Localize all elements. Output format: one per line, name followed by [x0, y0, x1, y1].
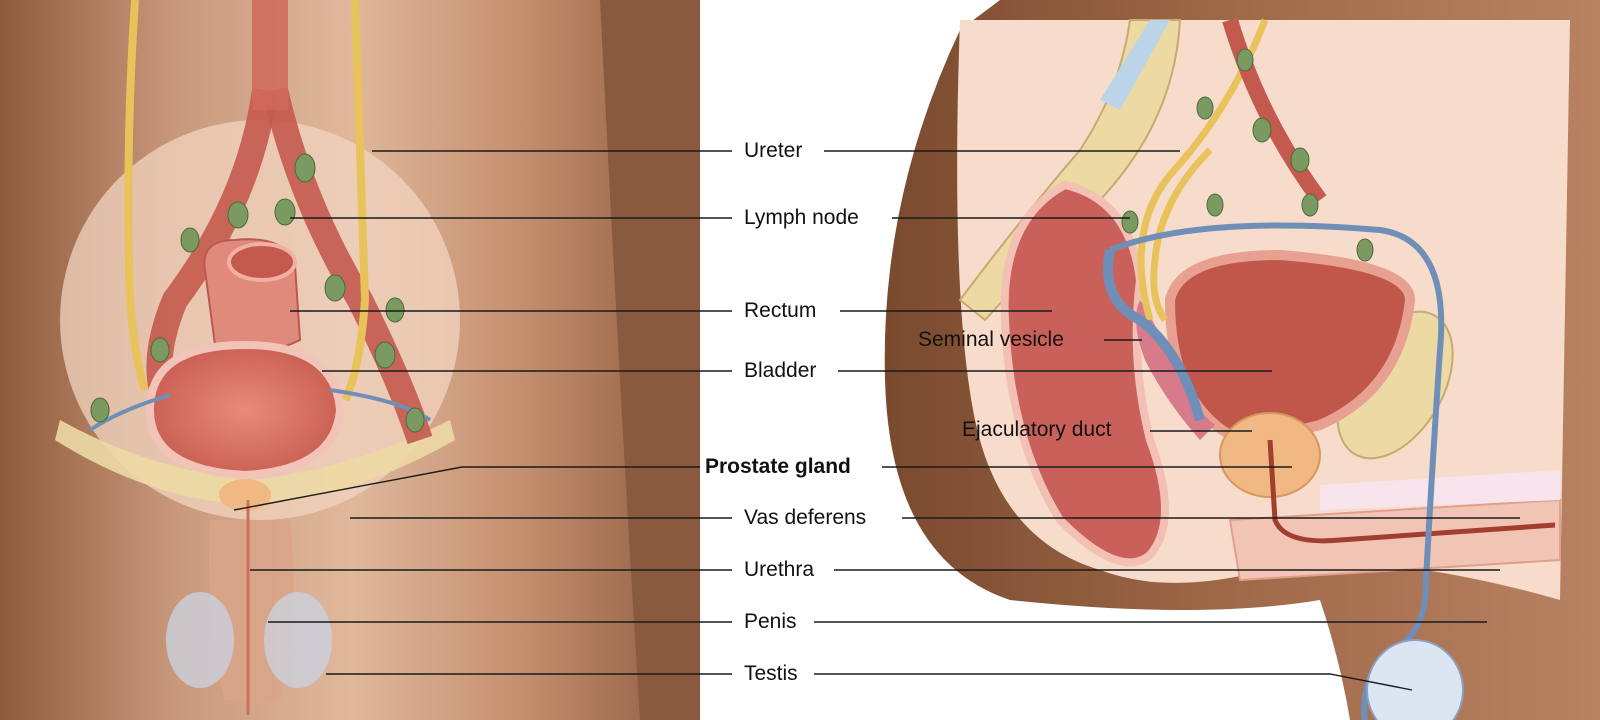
label-lymph-node: Lymph node	[744, 206, 859, 229]
label-bladder: Bladder	[744, 359, 817, 382]
label-ureter: Ureter	[744, 139, 803, 162]
side-vas-deferens-lower	[1103, 249, 1205, 422]
front-ureter-left	[124, 0, 149, 392]
label-testis: Testis	[744, 662, 798, 685]
lymph-node-shape	[1196, 96, 1214, 120]
side-lymph-nodes	[1121, 48, 1374, 262]
front-artery-left	[146, 88, 278, 405]
side-urethra	[1267, 439, 1556, 544]
side-ureter-2	[1150, 147, 1213, 323]
lymph-node-shape	[374, 341, 396, 369]
leader-lines	[233, 150, 1520, 691]
leader-testis-right	[814, 673, 1413, 691]
front-rectum-opening	[227, 242, 297, 282]
lymph-node-shape	[1252, 117, 1272, 143]
label-penis: Penis	[744, 610, 797, 633]
pelvic-bone	[55, 420, 455, 505]
front-testis-right	[264, 592, 332, 688]
label-urethra: Urethra	[744, 558, 815, 581]
label-ejaculatory-duct: Ejaculatory duct	[962, 418, 1112, 441]
lymph-node-shape	[180, 227, 200, 253]
side-view	[884, 0, 1600, 720]
lymph-node-shape	[405, 407, 425, 433]
side-artery	[1222, 17, 1327, 205]
lymph-node-shape	[1206, 193, 1224, 217]
lymph-node-shape	[150, 337, 170, 363]
side-penis-tissue	[1320, 470, 1560, 510]
label-seminal-vesicle: Seminal vesicle	[918, 328, 1064, 351]
lymph-node-shape	[1236, 48, 1254, 72]
lymph-node-shape	[1121, 210, 1139, 234]
lymph-node-shape	[1290, 147, 1310, 173]
lymph-node-shape	[90, 397, 110, 423]
front-testis-left	[166, 592, 234, 688]
lymph-node-shape	[294, 153, 316, 183]
front-view	[0, 0, 700, 720]
side-spine-disc	[1100, 20, 1170, 110]
lymph-node-shape	[1301, 193, 1319, 217]
lymph-node-shape	[324, 274, 346, 302]
lymph-node-shape	[1356, 238, 1374, 262]
front-bladder	[145, 340, 345, 480]
side-testis	[1366, 639, 1464, 720]
front-ureter-right	[341, 0, 370, 402]
front-artery-right	[262, 87, 433, 445]
leader-prostate-left	[233, 466, 700, 511]
front-flank	[600, 0, 700, 720]
front-lymph-nodes	[90, 153, 425, 433]
front-vas-deferens-left	[88, 393, 171, 432]
label-vas-deferens: Vas deferens	[744, 506, 867, 529]
lymph-node-shape	[227, 201, 249, 229]
lymph-node-shape	[385, 297, 405, 323]
front-prostate	[219, 479, 271, 511]
label-prostate-gland: Prostate gland	[705, 455, 851, 478]
label-rectum: Rectum	[744, 299, 817, 322]
side-penis	[1228, 498, 1561, 582]
side-bladder	[1164, 249, 1416, 442]
front-aorta	[252, 0, 288, 110]
lymph-node-shape	[274, 198, 296, 226]
